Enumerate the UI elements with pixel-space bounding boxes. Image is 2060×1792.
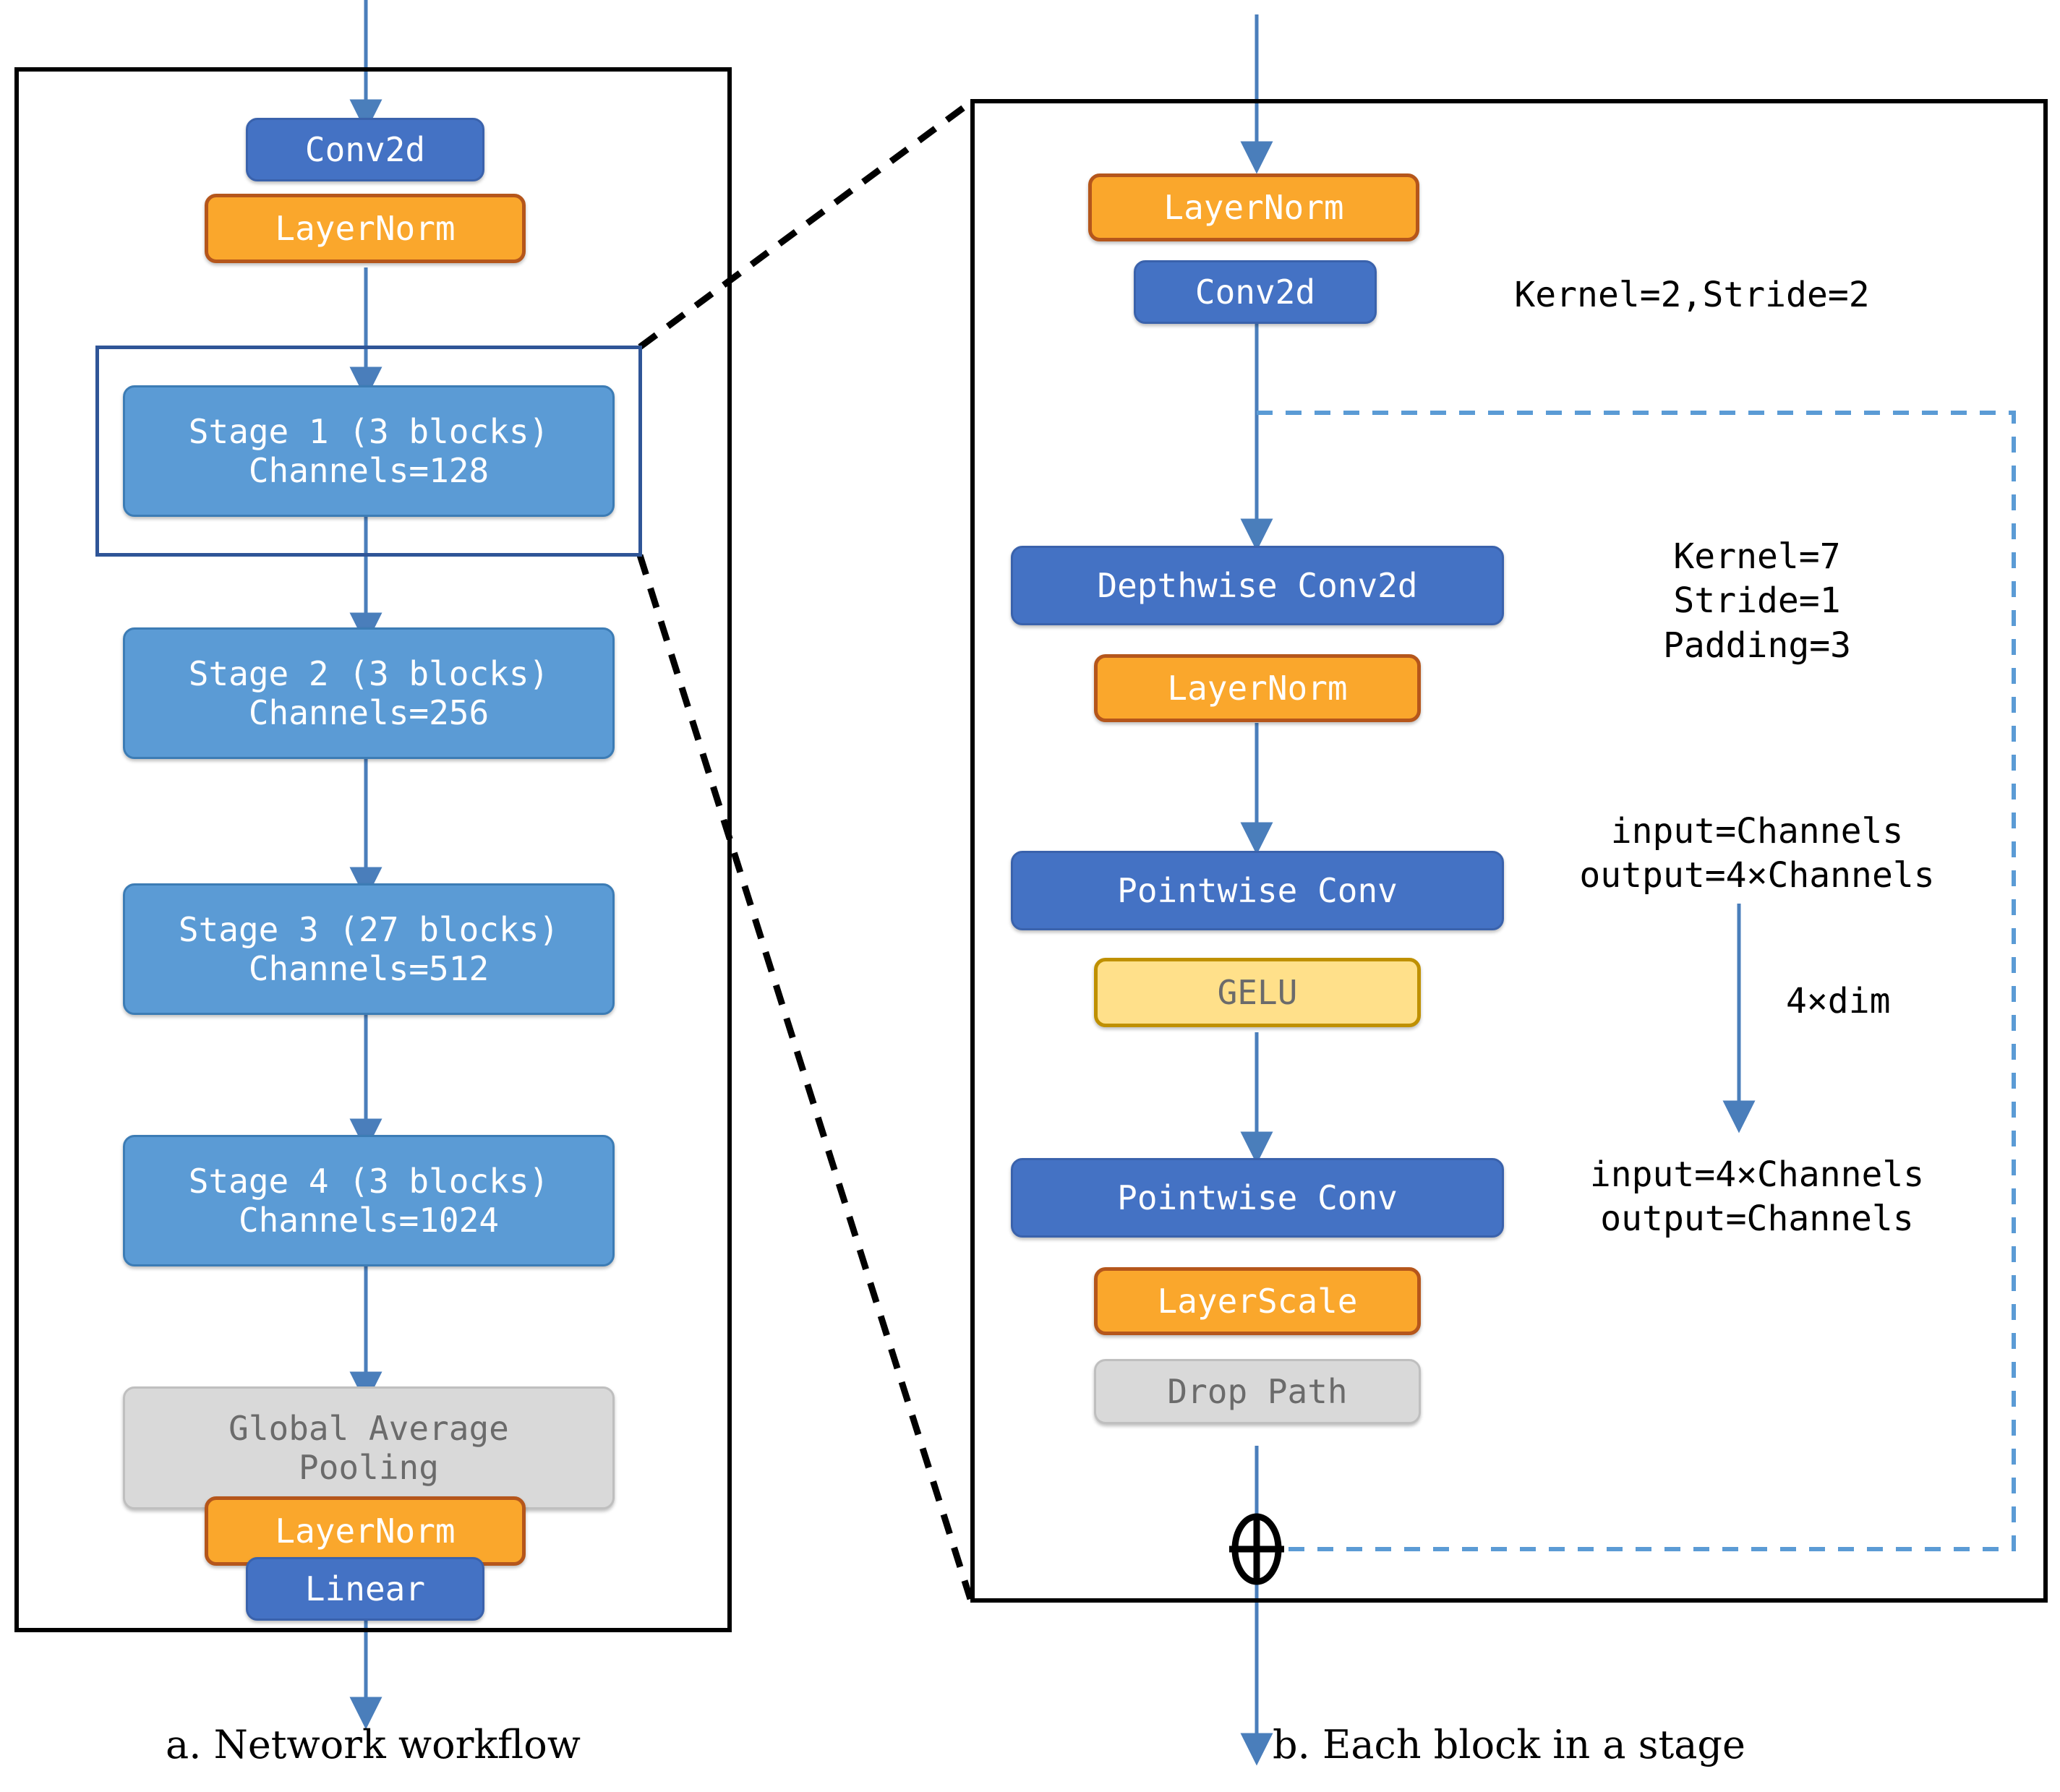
node-conv2d[interactable]: Conv2d [246,118,484,181]
stage1-highlight-box [95,346,642,557]
node-b-depthwise-conv2d[interactable]: Depthwise Conv2d [1011,546,1504,625]
annotation-downsample: Kernel=2,Stride=2 [1514,275,1870,315]
node-stage-3[interactable]: Stage 3 (27 blocks) Channels=512 [123,883,615,1015]
node-b-conv2d[interactable]: Conv2d [1134,260,1377,324]
annotation-pointwise-1-io: input=Channels output=4×Channels [1579,811,1935,896]
panel-b-border [970,99,2048,1603]
node-b-layerscale[interactable]: LayerScale [1094,1267,1421,1335]
node-b-layernorm-2[interactable]: LayerNorm [1094,654,1421,722]
node-b-pointwise-conv-2[interactable]: Pointwise Conv [1011,1158,1504,1238]
node-stage-2[interactable]: Stage 2 (3 blocks) Channels=256 [123,627,615,759]
node-global-average-pooling[interactable]: Global Average Pooling [123,1386,615,1509]
node-stage-1[interactable]: Stage 1 (3 blocks) Channels=128 [123,385,615,517]
node-b-gelu[interactable]: GELU [1094,958,1421,1027]
node-linear[interactable]: Linear [246,1557,484,1621]
node-layernorm-stem[interactable]: LayerNorm [205,194,526,263]
node-b-drop-path[interactable]: Drop Path [1094,1359,1421,1424]
annotation-depthwise-params: Kernel=7 Stride=1 Padding=3 [1662,536,1852,666]
annotation-pointwise-2-io: input=4×Channels output=Channels [1589,1154,1925,1240]
caption-panel-a: a. Network workflow [166,1722,581,1767]
node-b-pointwise-conv-1[interactable]: Pointwise Conv [1011,851,1504,930]
node-layernorm-head[interactable]: LayerNorm [205,1496,526,1566]
annotation-4x-dim: 4×dim [1786,981,1891,1021]
node-b-layernorm-1[interactable]: LayerNorm [1088,173,1419,241]
caption-panel-b: b. Each block in a stage [1273,1722,1745,1767]
panel-a-border [14,67,732,1632]
node-stage-4[interactable]: Stage 4 (3 blocks) Channels=1024 [123,1135,615,1266]
